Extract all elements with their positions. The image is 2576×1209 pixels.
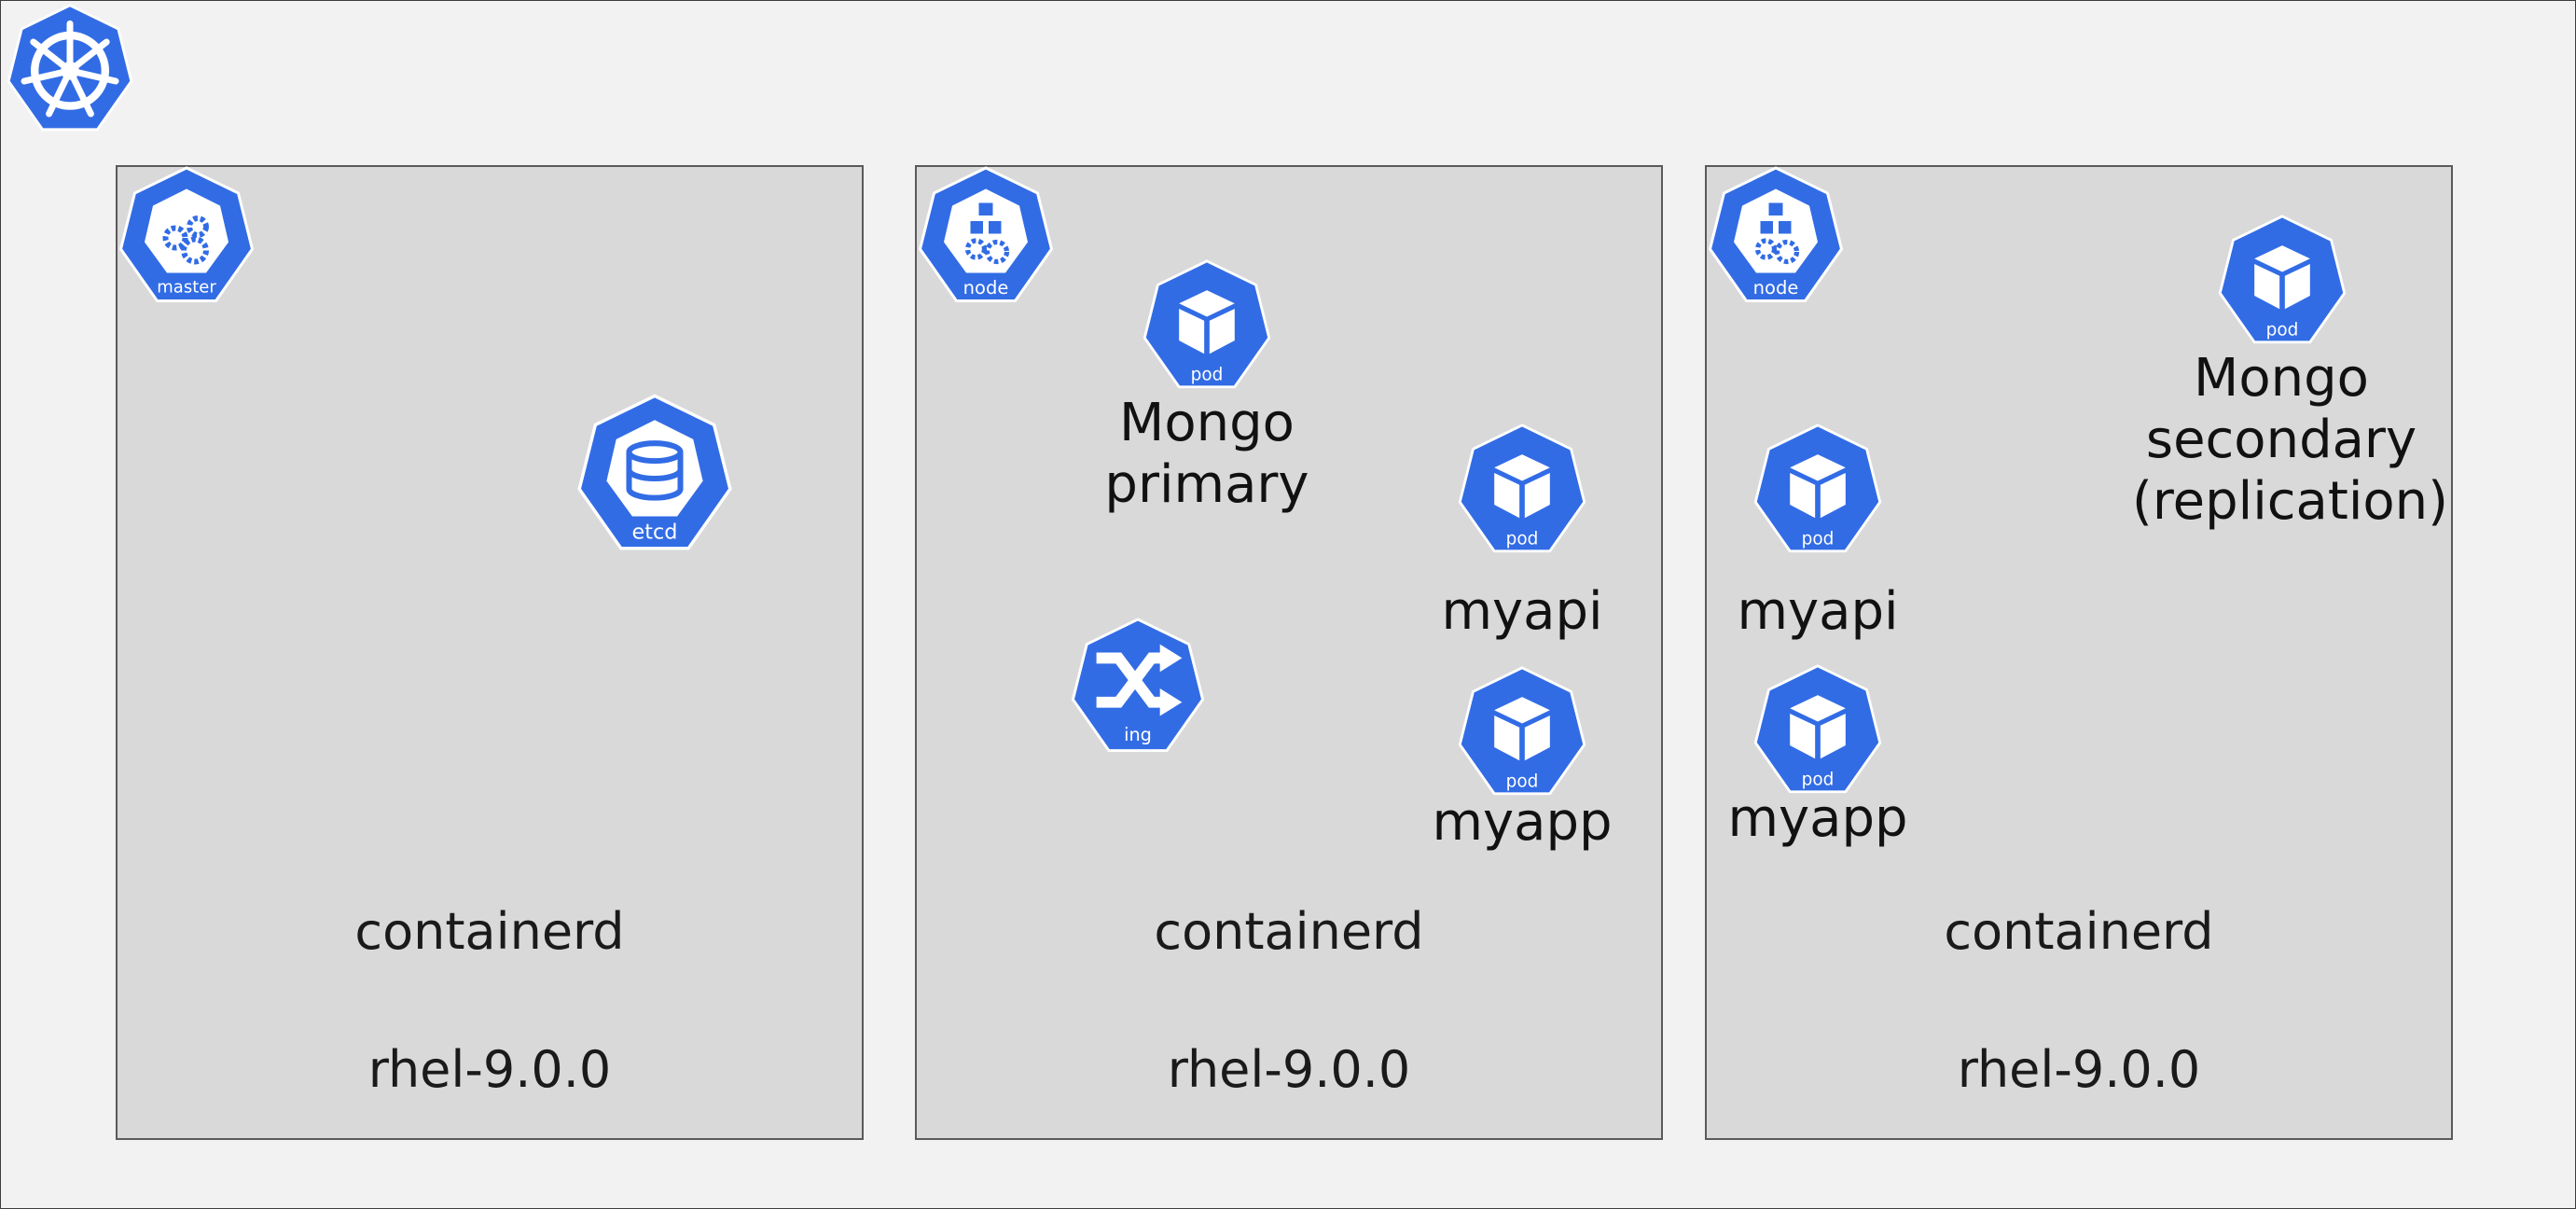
svg-text:pod: pod (1191, 366, 1224, 385)
svg-text:pod: pod (2266, 321, 2299, 340)
runtime-label: containerd (1154, 901, 1424, 961)
mongo-secondary-pod-icon: pod (2216, 212, 2348, 348)
myapi-pod-icon: pod (1752, 421, 1884, 557)
myapp-pod-icon: pod (1456, 663, 1588, 799)
master-node-panel: master etcd containerd rhel-9.0.0 (116, 165, 864, 1140)
os-label: rhel-9.0.0 (1957, 1039, 2201, 1099)
worker-node-panel-1: node pod Mongo primary (915, 165, 1663, 1140)
myapp-pod-icon: pod (1752, 661, 1884, 798)
mongo-primary-label: Mongo primary (1104, 393, 1309, 515)
mongo-secondary-label: Mongo secondary (replication) (2132, 348, 2448, 532)
myapp-label: myapp (1727, 788, 1908, 849)
runtime-layer: containerd (915, 862, 1663, 1002)
svg-text:node: node (963, 277, 1009, 299)
myapi-label: myapi (1737, 581, 1899, 642)
mongo-primary-pod-icon: pod (1141, 257, 1273, 393)
svg-text:node: node (1753, 277, 1799, 299)
ingress-shuffle-icon: ing (1069, 615, 1207, 757)
node-workload-area: node pod Mongo primary (915, 165, 1663, 866)
runtime-layer: containerd (116, 862, 864, 1002)
runtime-label: containerd (354, 901, 625, 961)
master-workload-area: master etcd (116, 165, 864, 866)
svg-text:ing: ing (1124, 724, 1152, 745)
svg-text:master: master (157, 278, 216, 298)
kubernetes-logo-icon (5, 3, 135, 133)
myapi-label: myapi (1441, 581, 1603, 642)
runtime-label: containerd (1944, 901, 2214, 961)
svg-text:pod: pod (1506, 772, 1539, 792)
os-label: rhel-9.0.0 (367, 1039, 612, 1099)
myapp-label: myapp (1432, 792, 1613, 853)
svg-text:etcd: etcd (631, 521, 677, 545)
svg-text:pod: pod (1802, 771, 1835, 790)
node-cubes-gear-icon: node (915, 165, 1057, 305)
os-layer: rhel-9.0.0 (116, 1000, 864, 1140)
svg-text:pod: pod (1506, 530, 1539, 549)
worker-node-panel-2: node pod Mongo secondary (replication) (1705, 165, 2453, 1140)
os-label: rhel-9.0.0 (1167, 1039, 1411, 1099)
node-workload-area: node pod Mongo secondary (replication) (1705, 165, 2453, 866)
runtime-layer: containerd (1705, 862, 2453, 1002)
etcd-database-icon: etcd (575, 391, 735, 555)
myapi-pod-icon: pod (1456, 421, 1588, 557)
os-layer: rhel-9.0.0 (1705, 1000, 2453, 1140)
node-cubes-gear-icon: node (1705, 165, 1847, 305)
svg-text:pod: pod (1802, 530, 1835, 549)
master-gears-icon: master (116, 165, 257, 305)
os-layer: rhel-9.0.0 (915, 1000, 1663, 1140)
